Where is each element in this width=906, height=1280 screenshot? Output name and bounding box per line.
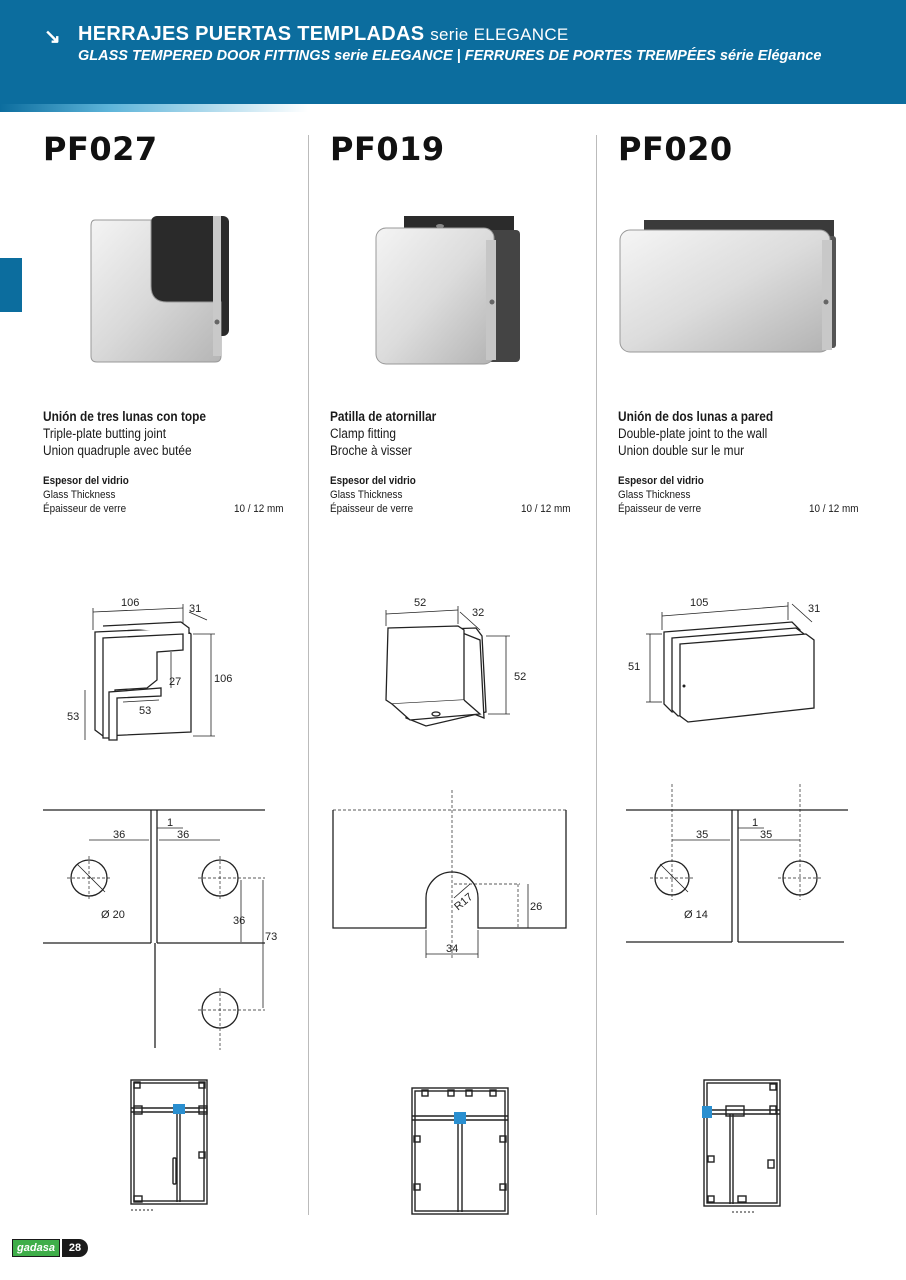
glass-thickness: Espesor del vidrio Glass Thickness Épais… xyxy=(43,474,289,516)
product-description: Unión de tres lunas con tope Triple-plat… xyxy=(43,408,272,459)
page-title: HERRAJES PUERTAS TEMPLADAS serie ELEGANC… xyxy=(78,23,569,46)
header-gradient-bar xyxy=(0,104,906,112)
product-photo xyxy=(619,220,836,353)
installation-plan xyxy=(702,1079,781,1213)
dim-width: 52 xyxy=(414,597,426,609)
drill-left: 35 xyxy=(696,829,708,841)
drill-gap: 1 xyxy=(167,817,173,829)
name-fr: Union double sur le mur xyxy=(618,443,745,458)
product-description: Unión de dos lunas a pared Double-plate … xyxy=(618,408,847,459)
drill-diameter: Ø 14 xyxy=(684,909,708,921)
installation-plan xyxy=(411,1087,509,1215)
dim-notch-h: 27 xyxy=(169,676,181,688)
title-serie: serie ELEGANCE xyxy=(430,25,569,44)
thickness-value: 10 / 12 mm xyxy=(808,503,859,515)
product-description: Patilla de atornillar Clamp fitting Broc… xyxy=(330,408,559,459)
name-es: Patilla de atornillar xyxy=(330,409,437,424)
dim-height: 51 xyxy=(628,661,640,673)
drill-right: 35 xyxy=(760,829,772,841)
product-photo xyxy=(375,216,520,365)
drill-gap: 1 xyxy=(752,817,758,829)
fitting-highlight xyxy=(702,1106,712,1118)
drill-left: 36 xyxy=(113,829,125,841)
product-column-pf020: PF020 Unión de dos lunas a pared Double-… xyxy=(618,130,868,1213)
name-en: Triple-plate butting joint xyxy=(43,426,167,441)
title-main: HERRAJES PUERTAS TEMPLADAS xyxy=(78,23,425,45)
dimension-drawing: 106 31 106 27 53 53 xyxy=(67,597,232,741)
drilling-diagram: 1 36 36 Ø 20 36 73 xyxy=(43,809,277,1050)
brand-logo: gadasa xyxy=(12,1239,60,1257)
drill-depth: 26 xyxy=(530,901,542,913)
thickness-fr: Épaisseur de verre xyxy=(43,503,127,515)
name-en: Double-plate joint to the wall xyxy=(618,426,768,441)
drilling-diagram: 1 35 35 Ø 14 xyxy=(626,784,848,943)
product-photo xyxy=(90,216,229,363)
column-divider xyxy=(308,135,309,1215)
name-en: Clamp fitting xyxy=(330,426,397,441)
dim-notch-w: 53 xyxy=(139,705,151,717)
product-column-pf019: PF019 Patilla de atornillar Clamp fittin… xyxy=(330,130,580,1215)
product-column-pf027: PF027 Unión de tres lunas con tope Tripl… xyxy=(43,130,293,1211)
page-header: ↘ HERRAJES PUERTAS TEMPLADAS serie ELEGA… xyxy=(0,0,906,112)
name-fr: Union quadruple avec butée xyxy=(43,443,192,458)
dim-height: 52 xyxy=(514,671,526,683)
drill-v2: 73 xyxy=(265,931,277,943)
glass-thickness: Espesor del vidrio Glass Thickness Épais… xyxy=(618,474,864,516)
drilling-diagram: R17 26 34 xyxy=(332,790,567,960)
drill-width: 34 xyxy=(446,943,458,955)
thickness-fr: Épaisseur de verre xyxy=(330,503,414,515)
fitting-highlight xyxy=(173,1104,185,1114)
dim-depth: 31 xyxy=(808,603,820,615)
dim-left-h: 53 xyxy=(67,711,79,723)
name-fr: Broche à visser xyxy=(330,443,412,458)
product-code: PF019 xyxy=(330,130,445,168)
dimension-drawing: 105 31 51 xyxy=(628,597,820,723)
side-tab-marker xyxy=(0,258,22,312)
thickness-fr: Épaisseur de verre xyxy=(618,503,702,515)
thickness-es: Espesor del vidrio xyxy=(618,475,704,487)
page-subtitle: GLASS TEMPERED DOOR FITTINGS serie ELEGA… xyxy=(78,48,822,64)
dimension-drawing: 52 32 52 xyxy=(385,597,526,727)
thickness-es: Espesor del vidrio xyxy=(43,475,129,487)
drill-v1: 36 xyxy=(233,915,245,927)
product-code: PF020 xyxy=(618,130,733,168)
name-es: Unión de dos lunas a pared xyxy=(618,409,774,424)
product-code: PF027 xyxy=(43,130,158,168)
page-number: 28 xyxy=(62,1239,88,1257)
column-divider xyxy=(596,135,597,1215)
fitting-highlight xyxy=(454,1112,466,1124)
drill-right: 36 xyxy=(177,829,189,841)
thickness-en: Glass Thickness xyxy=(618,489,691,501)
dim-height: 106 xyxy=(214,673,232,685)
thickness-es: Espesor del vidrio xyxy=(330,475,416,487)
thickness-en: Glass Thickness xyxy=(43,489,116,501)
dim-depth: 31 xyxy=(189,603,201,615)
installation-plan xyxy=(130,1079,208,1211)
glass-thickness: Espesor del vidrio Glass Thickness Épais… xyxy=(330,474,576,516)
thickness-en: Glass Thickness xyxy=(330,489,403,501)
dim-width: 105 xyxy=(690,597,708,609)
drill-radius: R17 xyxy=(452,891,475,913)
thickness-value: 10 / 12 mm xyxy=(520,503,571,515)
arrow-icon: ↘ xyxy=(44,26,61,48)
dim-depth: 32 xyxy=(472,607,484,619)
thickness-value: 10 / 12 mm xyxy=(233,503,284,515)
name-es: Unión de tres lunas con tope xyxy=(43,409,207,424)
dim-width: 106 xyxy=(121,597,139,609)
drill-diameter: Ø 20 xyxy=(101,909,125,921)
